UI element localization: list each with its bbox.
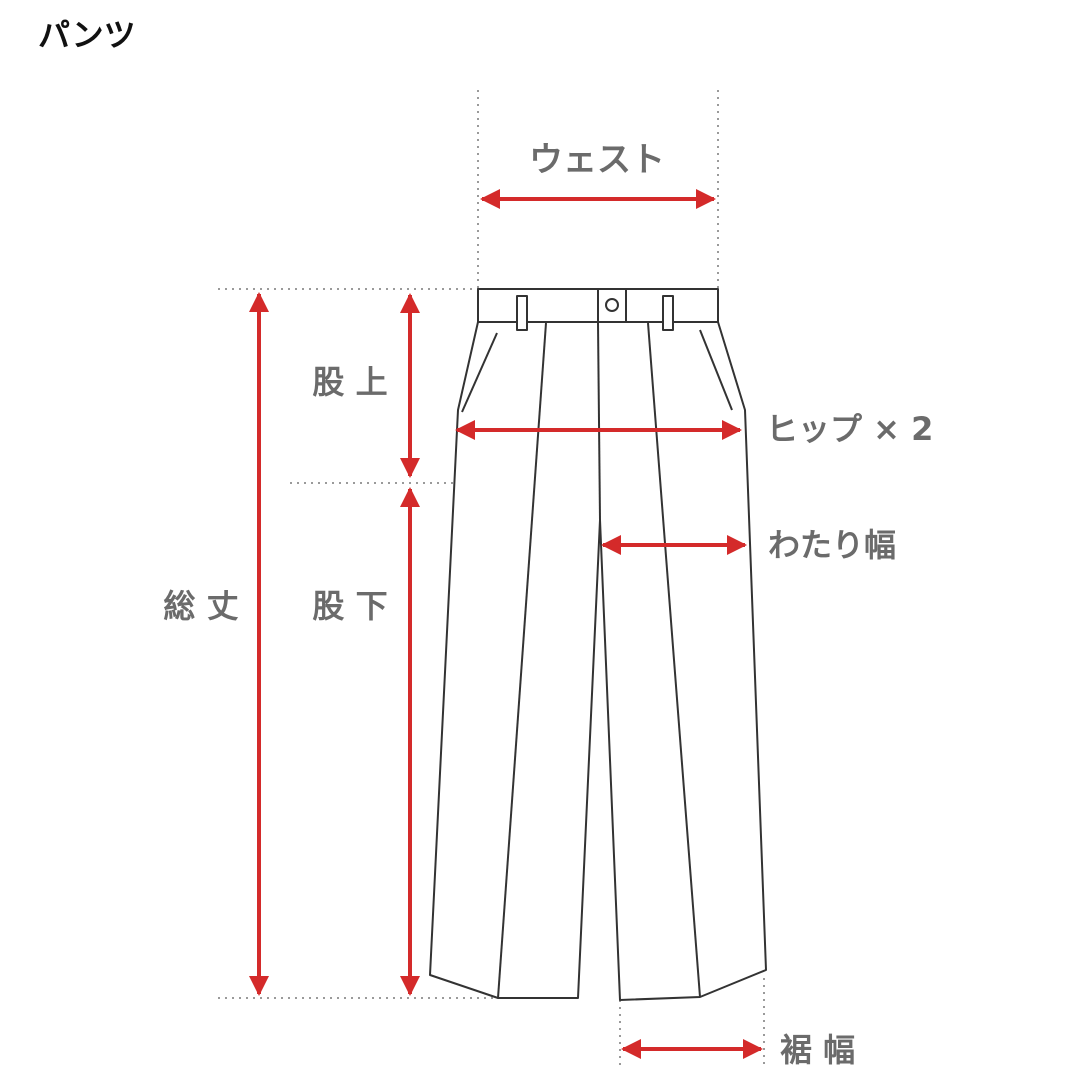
guide-lines [218,90,765,1066]
hip-label: ヒップ × 2 [766,410,933,448]
rise-label: 股 上 [312,363,387,401]
pocket-right [699,329,733,411]
inseam-label: 股 下 [312,587,387,625]
belt-loop-right [662,295,674,331]
pants-outline [429,321,767,1001]
measurement-arrows [249,189,763,1059]
total-length-label: 総 丈 [163,587,238,625]
thigh-label: わたり幅 [768,526,896,564]
belt-loop-left [516,295,528,331]
page-title: パンツ [38,16,136,54]
pants-illustration [429,288,767,1001]
pocket-left [461,332,498,413]
waist-label: ウェスト [529,140,665,180]
waist-button [605,298,619,312]
hem-width-label: 裾 幅 [780,1031,855,1066]
